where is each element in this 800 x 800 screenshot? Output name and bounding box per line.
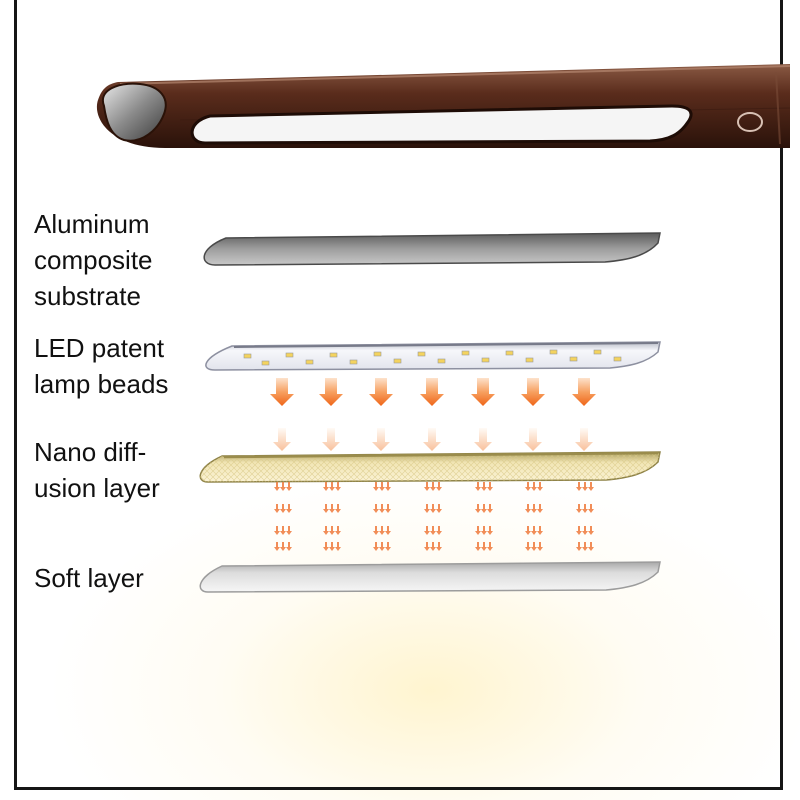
label-line: Nano diff-	[34, 437, 147, 467]
frame-border-bottom	[14, 787, 783, 790]
light-arrows-faint	[273, 428, 593, 451]
diffused-light-arrows	[274, 482, 594, 551]
lamp-head	[96, 64, 791, 148]
label-soft-layer: Soft layer	[34, 560, 144, 596]
frame-border-left	[14, 0, 17, 790]
label-line: Soft layer	[34, 563, 144, 593]
label-aluminum-substrate: Aluminum composite substrate	[34, 206, 153, 314]
label-line: composite	[34, 245, 153, 275]
nano-diffusion-layer	[199, 451, 661, 483]
label-nano-diffusion: Nano diff- usion layer	[34, 434, 160, 506]
label-led-lamp-beads: LED patent lamp beads	[34, 330, 168, 402]
substrate-layer	[203, 232, 661, 266]
frame-border-right	[780, 0, 783, 790]
label-line: usion layer	[34, 473, 160, 503]
label-line: Aluminum	[34, 209, 150, 239]
label-line: lamp beads	[34, 369, 169, 399]
label-line: substrate	[34, 281, 141, 311]
led-beads	[243, 349, 622, 366]
soft-layer	[199, 561, 661, 593]
led-board-layer	[205, 341, 661, 371]
label-line: LED patent	[34, 333, 165, 363]
light-arrows-primary	[270, 378, 596, 406]
